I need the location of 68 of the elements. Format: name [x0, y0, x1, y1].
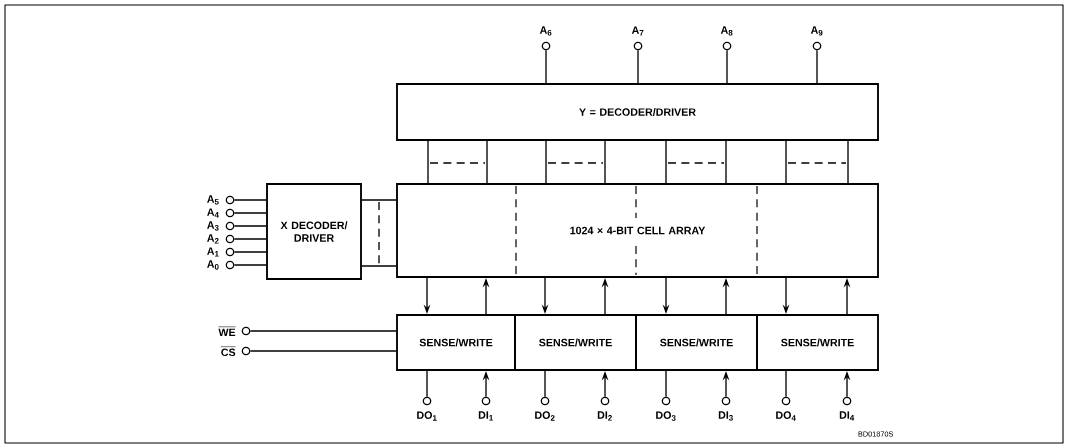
pin-terminal: DO$_{4}$ — [776, 396, 796, 421]
connector-line — [426, 370, 428, 398]
pin-terminal: A$_{6}$ — [539, 26, 552, 51]
node-label: A$_{5}$ — [207, 195, 219, 205]
pin-terminal: DO$_{2}$ — [535, 396, 555, 421]
bus-connector — [665, 140, 727, 184]
node-label: A$_{7}$ — [631, 26, 644, 36]
node-label: A$_{0}$ — [207, 260, 219, 270]
connector-line — [233, 199, 267, 201]
node-label: WE — [218, 328, 236, 336]
connector-line — [545, 49, 547, 84]
pin-terminal: DO$_{1}$ — [417, 396, 437, 421]
connector-line — [785, 370, 787, 398]
connector-line — [249, 350, 397, 352]
sense-write-box: SENSE/WRITE — [635, 314, 758, 371]
pin-terminal: DI$_{1}$ — [478, 396, 493, 421]
connector-line — [233, 225, 267, 227]
pin-terminal: A$_{4}$ — [207, 208, 235, 218]
pin-terminal: A$_{8}$ — [720, 26, 733, 51]
connector-line — [233, 212, 267, 214]
pin-terminal: DI$_{3}$ — [718, 396, 733, 421]
bus-connector — [361, 199, 397, 267]
node-label: A$_{2}$ — [207, 234, 219, 244]
connector-line — [637, 49, 639, 84]
node-label: CS — [221, 348, 236, 357]
pin-terminal: A$_{9}$ — [810, 26, 823, 51]
bus-connector — [545, 140, 606, 184]
node-label: DO$_{4}$ — [776, 411, 796, 421]
pin-terminal: WE — [218, 326, 251, 336]
pin-terminal: A$_{0}$ — [207, 260, 235, 270]
sense-write-box: SENSE/WRITE — [756, 314, 879, 371]
connector-line — [233, 264, 267, 266]
decoder-box: X DECODER/ DRIVER — [266, 183, 362, 280]
sense-write-box: SENSE/WRITE — [396, 314, 516, 371]
node-label: A$_{9}$ — [810, 26, 823, 36]
node-label: DI$_{1}$ — [478, 411, 494, 421]
pin-terminal: A$_{2}$ — [207, 234, 235, 244]
connector-line — [816, 49, 818, 84]
pin-terminal: A$_{5}$ — [207, 195, 235, 205]
pin-terminal: A$_{7}$ — [631, 26, 644, 51]
pin-terminal: DI$_{2}$ — [597, 396, 612, 421]
node-label: A$_{4}$ — [207, 208, 219, 218]
pin-terminal: CS — [220, 346, 251, 357]
node-label: DI$_{2}$ — [597, 411, 612, 421]
bus-connector — [785, 140, 849, 184]
connector-line — [233, 238, 267, 240]
pin-terminal: A$_{1}$ — [207, 247, 235, 257]
node-label: A$_{3}$ — [207, 221, 219, 231]
node-label: DO$_{3}$ — [656, 411, 676, 421]
node-label: DO$_{1}$ — [417, 411, 437, 421]
pin-terminal: DO$_{3}$ — [656, 396, 676, 421]
decoder-box: Y = DECODER/DRIVER — [396, 83, 879, 141]
connector-line — [233, 251, 267, 253]
connector-line — [726, 49, 728, 84]
node-label: A$_{1}$ — [207, 247, 219, 257]
cell-array-box: 1024 × 4-BIT CELL ARRAY — [396, 183, 879, 278]
bus-connector — [427, 140, 488, 184]
sense-write-box: SENSE/WRITE — [514, 314, 637, 371]
node-label: DO$_{2}$ — [535, 411, 555, 421]
node-label: DI$_{4}$ — [839, 411, 855, 421]
pin-terminal: A$_{3}$ — [207, 221, 235, 231]
pin-terminal: DI$_{4}$ — [839, 396, 855, 421]
connector-line — [249, 330, 397, 332]
node-label: DI$_{3}$ — [718, 411, 733, 421]
node-label: A$_{6}$ — [539, 26, 552, 36]
connector-line — [665, 370, 667, 398]
node-label: A$_{8}$ — [720, 26, 733, 36]
connector-line — [544, 370, 546, 398]
